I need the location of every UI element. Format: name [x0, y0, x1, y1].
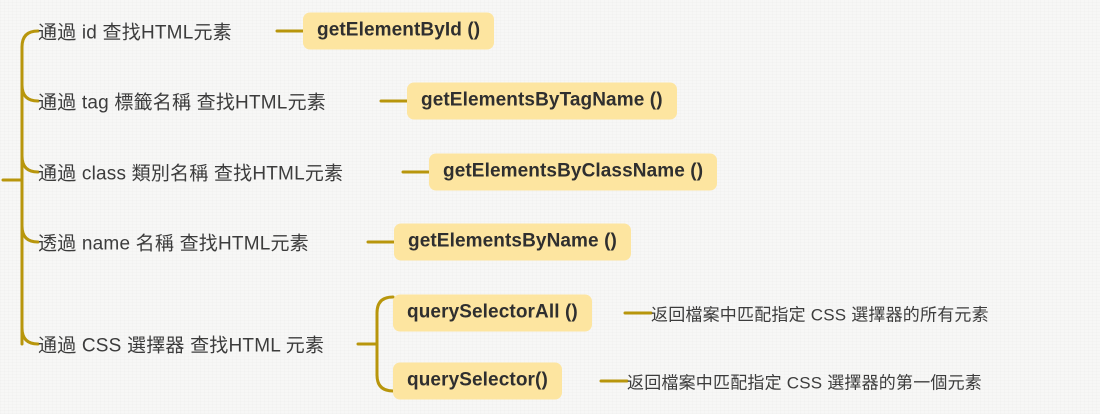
branch-label-tag: 通過 tag 標籤名稱 查找HTML元素 — [38, 92, 326, 114]
method-badge-getelementbyid[interactable]: getElementById () — [303, 12, 495, 50]
method-badge-getelementsbytagname-wrap: getElementsByTagName () — [407, 82, 677, 120]
method-badge-getelementsbyclassname-wrap: getElementsByClassName () — [429, 153, 718, 191]
branch-label-class: 通過 class 類別名稱 查找HTML元素 — [38, 163, 344, 185]
branch-label-id: 通過 id 查找HTML元素 — [38, 22, 232, 44]
method-badge-queryselector[interactable]: querySelector() — [393, 362, 562, 400]
method-badge-getelementsbyname[interactable]: getElementsByName () — [394, 223, 631, 261]
branch-label-name: 透過 name 名稱 查找HTML元素 — [38, 233, 309, 255]
method-badge-queryselector-wrap: querySelector() — [393, 362, 562, 400]
method-badge-getelementsbyname-wrap: getElementsByName () — [394, 223, 631, 261]
method-badge-queryselectorall-wrap: querySelectorAll () — [393, 294, 592, 332]
method-badge-getelementsbytagname[interactable]: getElementsByTagName () — [407, 82, 677, 120]
description-queryselector: 返回檔案中匹配指定 CSS 選擇器的第一個元素 — [627, 373, 982, 393]
method-badge-getelementsbyclassname[interactable]: getElementsByClassName () — [429, 153, 718, 191]
method-badge-getelementbyid-wrap: getElementById () — [303, 12, 495, 50]
method-badge-queryselectorall[interactable]: querySelectorAll () — [393, 294, 592, 332]
branch-label-css-selector: 通過 CSS 選擇器 查找HTML 元素 — [38, 335, 325, 357]
description-queryselectorall: 返回檔案中匹配指定 CSS 選擇器的所有元素 — [651, 305, 989, 325]
